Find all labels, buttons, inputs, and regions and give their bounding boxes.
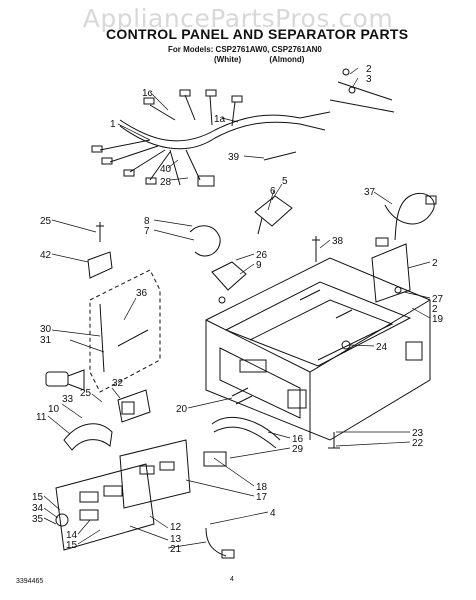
callout: 29 <box>292 444 304 455</box>
callout: 37 <box>364 187 376 198</box>
variant-white: (White) <box>214 55 242 64</box>
callout: 2 <box>366 64 372 75</box>
callout: 24 <box>376 342 388 353</box>
control-panel-faceplate <box>55 439 191 551</box>
callout: 4 <box>270 508 276 519</box>
callout: 23 <box>412 428 424 439</box>
callout: 28 <box>160 177 172 188</box>
callout: 2 <box>432 258 438 269</box>
control-knob-assembly <box>45 369 85 391</box>
callout: 19 <box>432 314 444 325</box>
callout: 27 <box>432 294 444 305</box>
callout: 1 <box>110 119 116 130</box>
variant-almond: (Almond) <box>269 55 305 64</box>
callout: 38 <box>332 236 344 247</box>
callout: 21 <box>170 544 182 555</box>
leader-lines <box>43 67 431 549</box>
callout: 25 <box>40 216 52 227</box>
timer-module <box>117 389 151 423</box>
switch-harness <box>203 417 281 467</box>
callout: 9 <box>256 260 262 271</box>
callout: 12 <box>170 522 182 533</box>
callout: 31 <box>40 335 52 346</box>
page-number: 4 <box>230 576 234 583</box>
callout: 15 <box>66 540 78 551</box>
callout: 18 <box>256 482 268 493</box>
callout: 26 <box>256 250 268 261</box>
callout: 5 <box>282 176 288 187</box>
callout: 3 <box>366 74 372 85</box>
callout: 11 <box>36 412 47 423</box>
screws <box>96 151 320 262</box>
callout: 6 <box>270 186 276 197</box>
callout: 1a <box>214 114 226 125</box>
callout: 7 <box>144 226 150 237</box>
small-knob <box>55 513 69 527</box>
callout: 14 <box>66 530 78 541</box>
right-bracket <box>371 243 411 303</box>
models-line: For Models: CSP2761AW0, CSP2761AN0 <box>168 45 322 54</box>
wire-lead-21 <box>205 527 227 557</box>
watermark: AppliancePartsPros.com <box>82 4 394 33</box>
callout: 22 <box>412 438 424 449</box>
callout: 40 <box>160 164 172 175</box>
diagram-title: CONTROL PANEL AND SEPARATOR PARTS <box>106 26 409 42</box>
callout: 30 <box>40 324 52 335</box>
callout: 8 <box>144 216 150 227</box>
callout: 36 <box>136 288 148 299</box>
clip-20 <box>231 387 253 405</box>
callout: 13 <box>170 534 182 545</box>
callout: 33 <box>62 394 74 405</box>
callout: 32 <box>112 378 124 389</box>
callout: 2 <box>432 304 438 315</box>
subassembly-rods <box>99 303 149 373</box>
leveling-foot <box>328 432 340 449</box>
variant-labels: (White) (Almond) <box>214 55 330 64</box>
callout: 20 <box>176 404 188 415</box>
callout: 35 <box>32 514 44 525</box>
callout: 1c <box>142 88 153 99</box>
wiring-harness <box>91 68 395 187</box>
callout: 10 <box>48 404 60 415</box>
knob-bracket <box>63 423 113 451</box>
callout: 16 <box>292 434 304 445</box>
callout: 39 <box>228 152 240 163</box>
footer-code: 3394465 <box>16 578 44 585</box>
power-cord <box>375 192 437 247</box>
callout: 15 <box>32 492 44 503</box>
callout: 34 <box>32 503 44 514</box>
separator-base <box>205 257 431 441</box>
upper-switch-brackets <box>189 195 293 304</box>
callout-labels: 1 1c 1a 2 3 40 28 39 5 6 37 8 7 25 42 38… <box>32 64 444 555</box>
callout: 25 <box>80 388 92 399</box>
bracket-42 <box>87 251 113 279</box>
subassembly-outline <box>89 269 161 393</box>
callout: 17 <box>256 492 268 503</box>
callout: 42 <box>40 250 52 261</box>
